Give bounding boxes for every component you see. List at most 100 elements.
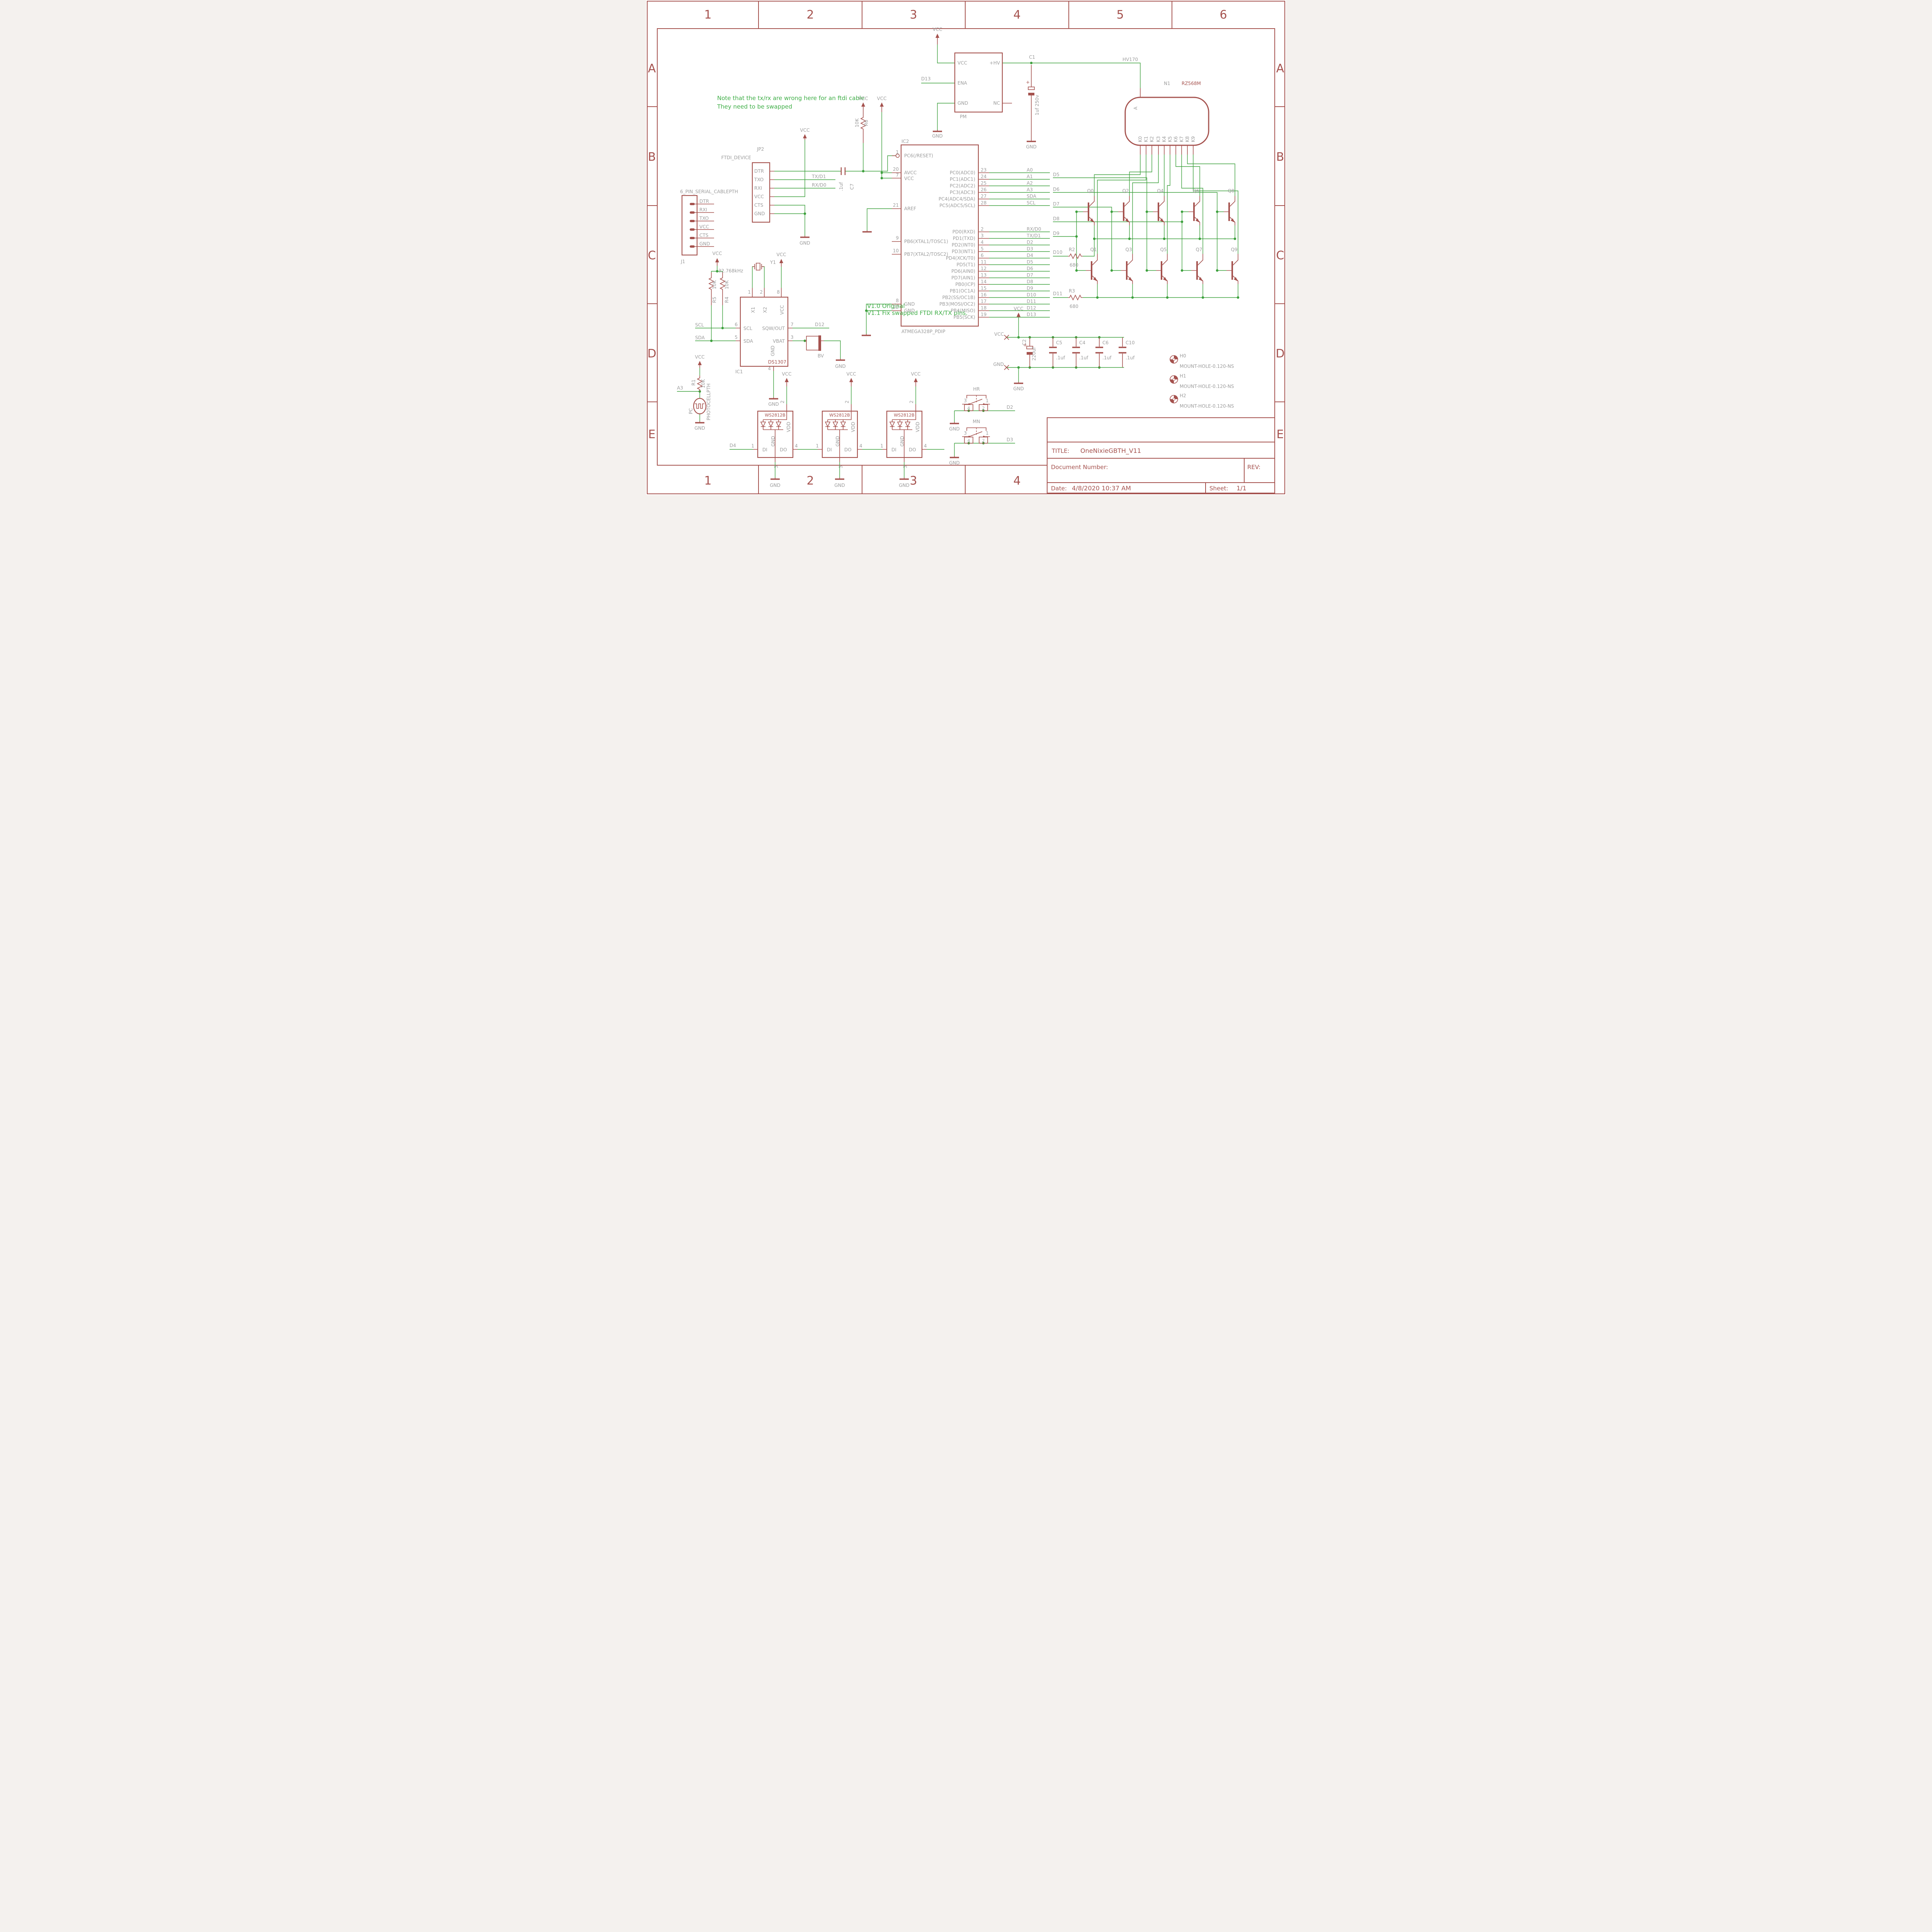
schematic-label: PC3(ADC3) [950, 190, 975, 195]
schematic-label: PB1(OC1A) [950, 288, 975, 294]
schematic-label: 19 [981, 312, 986, 317]
schematic-label: SDA [695, 335, 705, 340]
schematic-label: MOUNT-HOLE-0.120-NS [1180, 364, 1234, 369]
schematic-label: D12 [1027, 305, 1036, 311]
schematic-label: C10 [1126, 340, 1135, 345]
schematic-label: PD1(TXD) [953, 236, 975, 241]
schematic-label: SCL [1027, 200, 1036, 206]
schematic-label: VCC [1014, 306, 1024, 311]
schematic-label: R1 [691, 379, 696, 386]
schematic-label: C6 [1102, 340, 1109, 345]
schematic-label: VCC [695, 354, 705, 360]
sheet-value: 1/1 [1236, 485, 1247, 492]
schematic-label: D2 [1027, 240, 1033, 245]
resistor-r3 [1068, 294, 1083, 301]
schematic-label: SQW/OUT [762, 326, 785, 331]
schematic-label: Q7 [1196, 247, 1202, 252]
date-value: 4/8/2020 10:37 AM [1072, 485, 1131, 492]
schematic-label: PB0(ICP) [955, 282, 975, 287]
schematic-label: 4 [795, 443, 798, 449]
schematic-label: K9 [1190, 136, 1196, 142]
schematic-label: 3 [791, 335, 794, 340]
schematic-label: D6 [1053, 187, 1060, 192]
note-version-1: V1.0 Original [867, 303, 905, 310]
frame-row-c-left: C [648, 249, 656, 262]
schematic-label: PC6(/RESET) [904, 153, 933, 158]
schematic-label: IC2 [901, 139, 909, 144]
schematic-label: PHOTOCELLPTH [706, 383, 711, 420]
schematic-label: + [1023, 342, 1027, 348]
schematic-label: VCC [779, 305, 785, 315]
schematic-label: C1 [1029, 54, 1035, 60]
schematic-label: PD3(INT1) [952, 249, 975, 254]
schematic-label: VCC [699, 224, 709, 230]
schematic-label: DI [891, 447, 896, 452]
schematic-label: Q2 [1122, 188, 1129, 194]
schematic-label: 3 [774, 465, 779, 468]
schematic-label: VCC [933, 27, 942, 32]
schematic-label: Q1 [1090, 247, 1097, 252]
frame-row-b-right: B [1276, 150, 1284, 164]
schematic-label: D4 [1027, 253, 1033, 258]
schematic-label: 3 [964, 398, 967, 403]
switch-mn [962, 427, 990, 444]
transistors [1083, 196, 1238, 284]
schematic-label: 4 [968, 406, 970, 411]
frame-col-5: 5 [1116, 8, 1124, 22]
schematic-label: D4 [730, 443, 736, 448]
schematic-label: PB5(SCK) [954, 315, 975, 320]
frame-row-d-left: D [647, 347, 656, 361]
note-version-2: V1.1 Fix swapped FTDI RX/TX pins. [867, 310, 968, 316]
rev-label: REV: [1247, 464, 1260, 471]
schematic-label: AREF [904, 206, 916, 211]
schematic-label: C4 [1079, 340, 1085, 345]
schematic-label: 3 [964, 430, 967, 436]
j1-pads [690, 203, 714, 248]
cap-bank [1004, 335, 1126, 370]
schematic-label: 1 [986, 430, 989, 436]
schematic-label: 220uf [1031, 347, 1037, 361]
frame-row-e-left: E [648, 428, 656, 441]
schematic-label: GND [699, 241, 710, 247]
schematic-title: OneNixieGBTH_V11 [1080, 447, 1141, 455]
schematic-label: 18 [981, 305, 986, 311]
schematic-label: A3 [1027, 187, 1033, 192]
schematic-label: A1 [1027, 174, 1033, 179]
schematic-label: K2 [1149, 136, 1155, 142]
schematic-label: PC4(ADC4/SDA) [939, 196, 975, 202]
schematic-label: D10 [1053, 250, 1063, 255]
schematic-label: FTDI_DEVICE [721, 155, 751, 160]
schematic-label: JP2 [757, 146, 764, 152]
schematic-label: .1uf [1102, 355, 1112, 361]
schematic-label: Q0 [1087, 188, 1094, 194]
schematic-label: GND [754, 211, 765, 216]
schematic-label: 680 [1070, 304, 1078, 309]
schematic-label: NC [993, 100, 1000, 106]
schematic-label: MN [973, 419, 980, 424]
ftdi-device-box [752, 162, 770, 223]
frame-row-d-right: D [1276, 347, 1284, 361]
schematic-label: VBAT [773, 338, 785, 344]
schematic-label: GND [835, 364, 846, 369]
resistor-r2 [1068, 253, 1083, 259]
schematic-label: SCL [695, 322, 704, 328]
schematic-label: D13 [1027, 312, 1036, 317]
schematic-label: 8 [896, 298, 899, 303]
schematic-label: D9 [1053, 231, 1060, 236]
capacitor-c7 [840, 167, 846, 175]
schematic-label: 20 [893, 167, 899, 172]
schematic-label: R2 [1069, 247, 1075, 252]
schematic-label: 10K [724, 280, 730, 289]
schematic-label: PD7(AIN1) [951, 275, 975, 281]
schematic-label: D3 [1027, 246, 1033, 252]
schematic-label: PB2(SS/OC1B) [942, 295, 975, 300]
schematic-label: VCC [877, 96, 887, 101]
schematic-label: 8 [777, 289, 780, 295]
note-ftdi-1: Note that the tx/rx are wrong here for a… [717, 95, 864, 102]
schematic-label: 16 [981, 292, 986, 298]
schematic-label: SCL [743, 326, 752, 331]
schematic-page: TITLE: OneNixieGBTH_V11 Document Number:… [646, 0, 1286, 495]
schematic-label: A2 [1027, 180, 1033, 186]
schematic-label: K7 [1179, 136, 1184, 142]
schematic-label: 4 [924, 443, 927, 449]
